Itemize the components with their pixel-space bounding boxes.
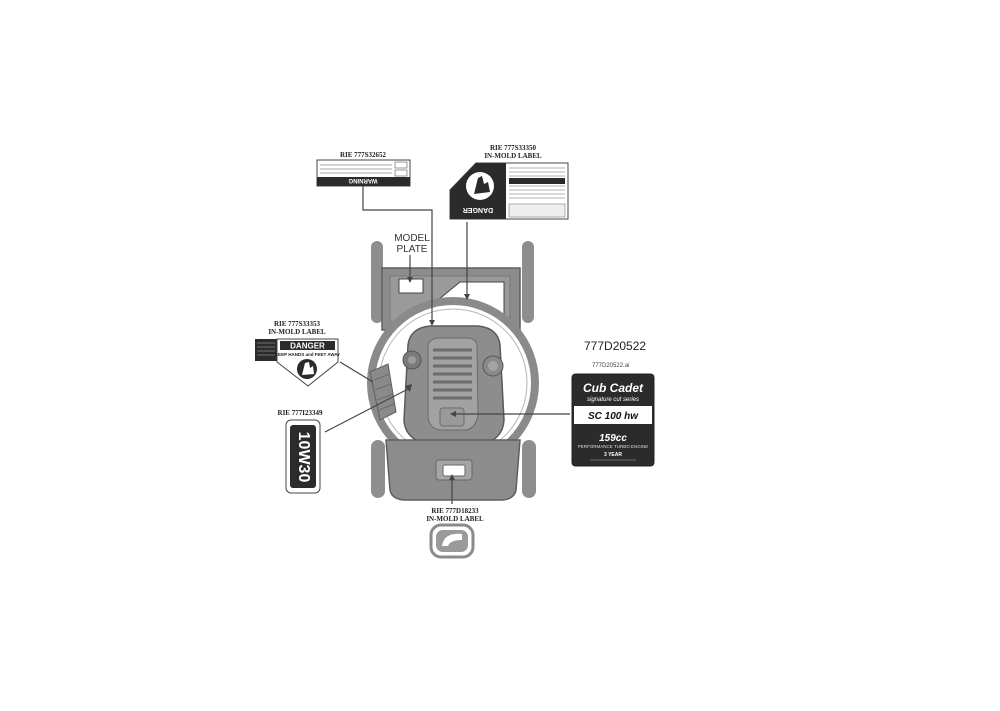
grille-emblem — [439, 407, 465, 427]
handle-right — [522, 241, 534, 323]
model-text: SC 100 hw — [588, 411, 639, 422]
front-logo-inner — [442, 464, 466, 477]
engine-text: 159cc — [599, 433, 627, 444]
cub-cadet-logo-icon — [442, 533, 462, 546]
oil-cap-center — [408, 356, 416, 364]
warning-label-top: WARNING — [316, 159, 411, 187]
wheel-front-right — [522, 440, 536, 498]
warranty-text: 3 YEAR — [604, 452, 622, 458]
mower-body — [367, 241, 539, 501]
side-panel-ridges — [373, 373, 395, 411]
air-filter-center — [488, 361, 498, 371]
engine-desc-text: PERFORMANCE TURBO ENGINE — [578, 444, 648, 449]
bottom-logo-label — [429, 523, 475, 559]
danger-label-left: DANGER KEEP HANDS and FEET AWAY — [255, 338, 340, 387]
danger-word-top: DANGER — [463, 206, 493, 213]
handle-left — [371, 241, 383, 323]
danger-left-type: IN-MOLD LABEL — [268, 328, 326, 336]
model-plate-line2: PLATE — [396, 244, 428, 255]
danger-label-top: DANGER — [449, 162, 569, 220]
arrow-heads — [405, 277, 470, 480]
grille-slats — [433, 348, 472, 400]
leader-lines — [324, 186, 570, 504]
model-plate-line1: MODEL — [394, 233, 430, 244]
oil-grade-text: 10W30 — [295, 432, 312, 483]
keep-away-text: KEEP HANDS and FEET AWAY — [275, 352, 340, 357]
engine-grille — [427, 337, 479, 431]
model-plate-rect — [398, 278, 424, 294]
oil-label: 10W30 — [285, 419, 321, 494]
danger-word-left: DANGER — [290, 342, 325, 351]
wheel-front-left — [371, 440, 385, 498]
warning-word: WARNING — [348, 177, 377, 183]
main-decal: Cub Cadet signature cut series SC 100 hw… — [571, 373, 655, 467]
danger-left-part-number: RIE 777S33353 — [273, 320, 321, 328]
danger-top-part-number: RIE 777S33350 — [489, 144, 537, 152]
warning-top-part-number: RIE 777S32652 — [339, 151, 387, 159]
bottom-type: IN-MOLD LABEL — [426, 515, 484, 523]
decal-part-number: 777D20522 — [584, 339, 647, 353]
danger-top-type: IN-MOLD LABEL — [484, 152, 542, 160]
brand-logo-text: Cub Cadet — [583, 381, 644, 395]
oil-part-number: RIE 777I23349 — [277, 409, 323, 417]
series-text: signature cut series — [587, 397, 639, 403]
decal-file-name: 777D20522.ai — [592, 363, 630, 369]
bottom-part-number: RIE 777D18233 — [431, 507, 479, 515]
